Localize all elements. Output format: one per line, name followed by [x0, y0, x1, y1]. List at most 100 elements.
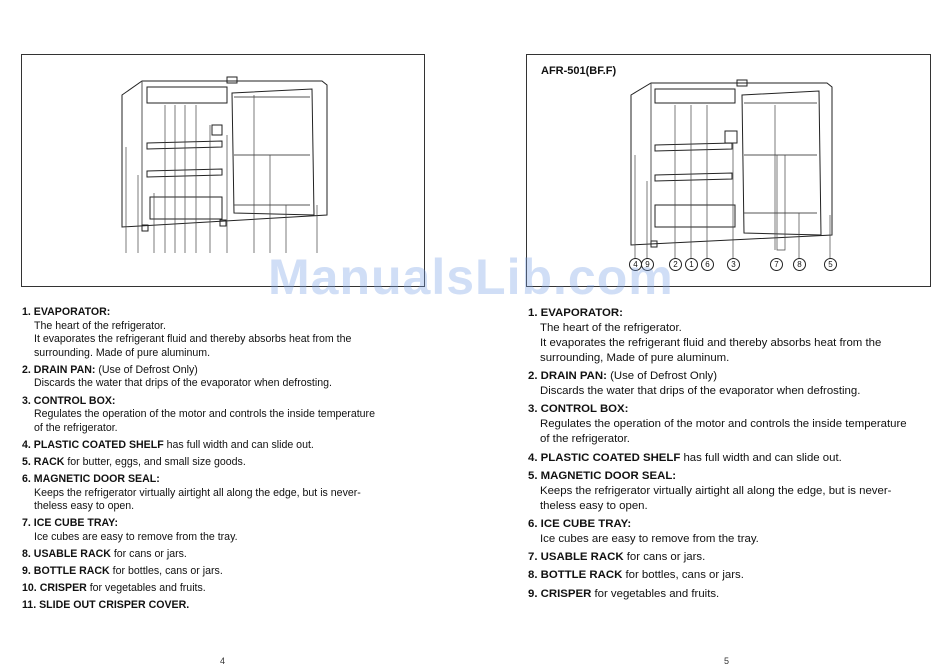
- part-name: USABLE RACK: [540, 551, 624, 564]
- part-name: MAGNETIC DOOR SEAL:: [33, 473, 160, 486]
- right-parts-list: 1. EVAPORATOR:The heart of the refrigera…: [528, 306, 928, 605]
- part-number: 2.: [22, 363, 31, 376]
- part-description-line: Ice cubes are easy to remove from the tr…: [34, 530, 238, 543]
- part-description-line: The heart of the refrigerator.: [34, 319, 166, 332]
- part-description-line: surrounding, Made of pure aluminum.: [540, 352, 730, 364]
- part-name: PLASTIC COATED SHELF: [540, 451, 681, 464]
- part-number: 9.: [22, 565, 31, 578]
- callout-3: 3: [727, 258, 740, 271]
- part-item: 8. BOTTLE RACK for bottles, cans or jars…: [528, 568, 928, 583]
- part-item: 6. ICE CUBE TRAY: Ice cubes are easy to r…: [528, 517, 928, 547]
- part-name: CRISPER: [540, 587, 592, 600]
- part-description-line: Discards the water that drips of the eva…: [540, 385, 861, 398]
- part-name: DRAIN PAN:: [540, 370, 607, 383]
- part-description-line: Regulates the operation of the motor and…: [34, 408, 375, 421]
- part-name: CONTROL BOX:: [33, 394, 116, 407]
- left-figure-frame: [21, 54, 425, 287]
- part-number: 4.: [22, 438, 31, 451]
- right-figure-frame: AFR-501(BF.F) 4 9 2 1 6 3 7 8 5: [526, 54, 931, 287]
- part-name: BOTTLE RACK: [33, 565, 110, 578]
- left-page-number: 4: [220, 656, 226, 666]
- part-item: 10. CRISPER for vegetables and fruits.: [22, 582, 422, 596]
- callout-5: 5: [824, 258, 837, 271]
- callout-8: 8: [793, 258, 806, 271]
- callout-1: 1: [685, 258, 698, 271]
- part-inline-text: for cans or jars.: [110, 548, 187, 560]
- part-item: 1. EVAPORATOR:The heart of the refrigera…: [528, 306, 928, 366]
- part-inline-text: has full width and can slide out.: [680, 451, 842, 464]
- part-inline-text: has full width and can slide out.: [163, 438, 314, 451]
- part-name: CRISPER: [39, 582, 87, 595]
- part-name: ICE CUBE TRAY:: [540, 517, 632, 530]
- part-name: DRAIN PAN:: [33, 363, 96, 376]
- part-number: 3.: [22, 394, 31, 407]
- part-description-line: theless easy to open.: [540, 499, 648, 512]
- part-number: 9.: [528, 587, 538, 600]
- part-name: MAGNETIC DOOR SEAL:: [540, 469, 677, 482]
- part-inline-text: for butter, eggs, and small size goods.: [64, 455, 246, 468]
- part-description-line: surrounding. Made of pure aluminum.: [34, 346, 211, 359]
- part-item: 3. CONTROL BOX: Regulates the operation o…: [528, 402, 928, 447]
- part-name: CONTROL BOX:: [540, 403, 629, 416]
- part-number: 8.: [528, 569, 538, 582]
- part-item: 7. ICE CUBE TRAY:Ice cubes are easy to r…: [22, 517, 422, 544]
- part-description-line: theless easy to open.: [34, 500, 135, 513]
- part-number: 2.: [528, 370, 538, 383]
- part-item: 8. USABLE RACK for cans or jars.: [22, 548, 422, 562]
- part-number: 10.: [22, 582, 37, 595]
- part-number: 8.: [22, 548, 31, 560]
- part-inline-text: for vegetables and fruits.: [86, 582, 206, 595]
- part-name: RACK: [33, 455, 65, 468]
- part-inline-text: (Use of Defrost Only): [95, 363, 198, 376]
- part-name: USABLE RACK: [33, 548, 111, 560]
- part-number: 4.: [528, 451, 538, 464]
- part-description-line: of the refrigerator.: [34, 421, 118, 434]
- part-item: 1. EVAPORATOR:The heart of the refrigera…: [22, 306, 422, 360]
- part-number: 3.: [528, 403, 538, 416]
- part-number: 6.: [22, 473, 31, 486]
- part-name: EVAPORATOR:: [33, 306, 111, 318]
- callout-9: 9: [641, 258, 654, 271]
- part-name: ICE CUBE TRAY:: [33, 517, 118, 530]
- part-description-line: It evaporates the refrigerant fluid and …: [34, 333, 352, 346]
- left-parts-list: 1. EVAPORATOR:The heart of the refrigera…: [22, 306, 422, 616]
- part-inline-text: (Use of Defrost Only): [606, 370, 718, 383]
- right-page-number: 5: [724, 656, 730, 666]
- part-item: 3. CONTROL BOX:Regulates the operation o…: [22, 395, 422, 436]
- right-fridge-illustration: [630, 79, 833, 262]
- part-description-line: Ice cubes are easy to remove from the tr…: [540, 532, 759, 545]
- part-description-line: Keeps the refrigerator virtually airtigh…: [34, 486, 361, 499]
- part-name: PLASTIC COATED SHELF: [33, 438, 164, 451]
- part-item: 11. SLIDE OUT CRISPER COVER.: [22, 599, 422, 613]
- part-description-line: The heart of the refrigerator.: [540, 322, 682, 334]
- part-number: 7.: [528, 551, 538, 564]
- part-number: 1.: [528, 307, 538, 319]
- part-number: 6.: [528, 517, 538, 530]
- part-description-line: of the refrigerator.: [540, 433, 630, 446]
- part-description-line: Discards the water that drips of the eva…: [34, 377, 332, 390]
- part-number: 11.: [22, 599, 37, 612]
- part-item: 5. MAGNETIC DOOR SEAL: Keeps the refriger…: [528, 469, 928, 514]
- callout-7: 7: [770, 258, 783, 271]
- part-description-line: It evaporates the refrigerant fluid and …: [540, 337, 882, 349]
- part-number: 1.: [22, 306, 31, 318]
- callout-6: 6: [701, 258, 714, 271]
- part-number: 5.: [528, 469, 538, 482]
- watermark: ManualsLib.com: [268, 249, 674, 305]
- part-inline-text: for vegetables and fruits.: [591, 587, 720, 600]
- part-number: 7.: [22, 517, 31, 530]
- part-item: 4. PLASTIC COATED SHELF has full width a…: [22, 439, 422, 453]
- part-description-line: Keeps the refrigerator virtually airtigh…: [540, 484, 892, 497]
- part-item: 9. BOTTLE RACK for bottles, cans or jars…: [22, 565, 422, 579]
- part-item: 2. DRAIN PAN: (Use of Defrost Only) Disca…: [528, 369, 928, 399]
- part-item: 4. PLASTIC COATED SHELF has full width a…: [528, 451, 928, 466]
- part-description-line: Regulates the operation of the motor and…: [540, 418, 907, 431]
- part-number: 5.: [22, 455, 31, 468]
- part-inline-text: for bottles, cans or jars.: [109, 565, 223, 578]
- part-item: 7. USABLE RACK for cans or jars.: [528, 550, 928, 565]
- part-inline-text: for bottles, cans or jars.: [622, 569, 744, 582]
- part-item: 2. DRAIN PAN: (Use of Defrost Only)Disca…: [22, 364, 422, 391]
- part-item: 9. CRISPER for vegetables and fruits.: [528, 587, 928, 602]
- part-item: 5. RACK for butter, eggs, and small size…: [22, 456, 422, 470]
- left-fridge-illustration: [121, 76, 328, 253]
